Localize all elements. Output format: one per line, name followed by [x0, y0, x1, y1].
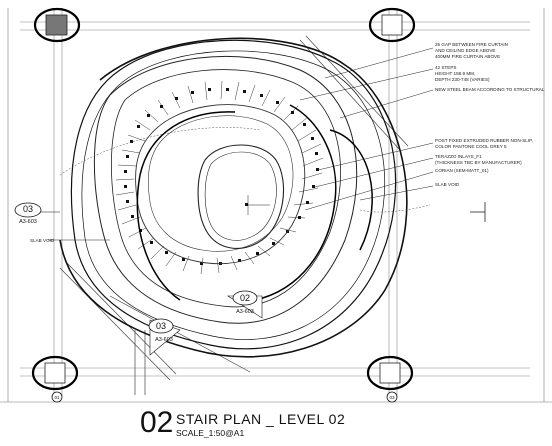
drawing-number: 02: [140, 406, 174, 439]
column-bottom-left: [31, 355, 79, 391]
note-corian: CORIAN (SEM-MATT_01): [435, 168, 489, 173]
slab-edge-lines: [59, 35, 409, 395]
section-tag-ref: A3-603: [236, 309, 254, 315]
section-tag-ref: A3-603: [19, 219, 37, 225]
handrail-lines: [136, 104, 373, 301]
grid-bubble-left: 01: [51, 391, 63, 403]
note-fire-curtain-line-1: 25 GAP BETWEEN FIRE CURTAIN: [435, 42, 508, 47]
section-tag-center: 02 A3-603: [226, 290, 263, 319]
hidden-lines: [59, 127, 431, 213]
column-top-right: [368, 7, 416, 43]
note-steps-line-2: HEIGHT 158.9 MM,: [435, 71, 475, 76]
annotation-notes: 25 GAP BETWEEN FIRE CURTAIN AND CEILING …: [435, 42, 545, 187]
note-leaders: [48, 47, 486, 241]
note-terazzo-line-2: (THICKNESS TBC BY MANUFACTURER): [435, 160, 522, 165]
drawing-title: STAIR PLAN _ LEVEL 02: [176, 411, 346, 427]
note-rubber-line-2: COLOR PANTONE COOL GREY 5: [435, 144, 507, 149]
stair-inner-stringer: [135, 104, 306, 265]
note-rubber-line-1: POST FIXED EXTRUDED RUBBER NON-SLIP,: [435, 138, 533, 143]
note-steps-line-3: DEPTH 230-748 (VARIES): [435, 77, 490, 82]
section-tag-left: 03 A3-603: [14, 202, 60, 225]
note-terazzo-line-1: TERAZZO INLAYS_F1: [435, 154, 482, 159]
section-tag-number: 03: [23, 204, 33, 214]
grid-bubble-right: 03: [386, 391, 398, 403]
sheet-border: [0, 8, 552, 403]
stair-treads: [115, 80, 324, 275]
left-slab-void-note: SLAB VOID: [30, 238, 55, 243]
grid-lines: [20, 8, 530, 395]
section-tag-number: 02: [240, 293, 250, 303]
title-block: 02 STAIR PLAN _ LEVEL 02 SCALE_1:50@A1: [140, 408, 400, 442]
note-fire-curtain-line-3: 400MM FIRE CURTAIN ABOVE: [435, 54, 500, 59]
stair-outer-stringer: [93, 55, 358, 324]
note-steps-line-1: 42 STEPS: [435, 65, 456, 70]
grid-bubble-label: 01: [54, 395, 60, 400]
section-tag-ref: A3-603: [155, 337, 173, 343]
note-slab-void: SLAB VOID: [435, 182, 460, 187]
column-bottom-right: [366, 355, 414, 391]
central-void: [197, 144, 285, 249]
section-tag-number: 03: [156, 321, 166, 331]
column-top-left: [33, 7, 81, 43]
note-steel-beam: NEW STEEL BEAM ACCORDING TO STRUCTURAL: [435, 87, 545, 92]
drawing-scale: SCALE_1:50@A1: [176, 428, 245, 438]
grid-bubble-label: 03: [389, 395, 395, 400]
note-fire-curtain-line-2: AND CEILING EDGE ABOVE: [435, 48, 496, 53]
slab-void-outline: [59, 37, 408, 358]
section-tag-bottom: 03 A3-603: [148, 318, 181, 356]
